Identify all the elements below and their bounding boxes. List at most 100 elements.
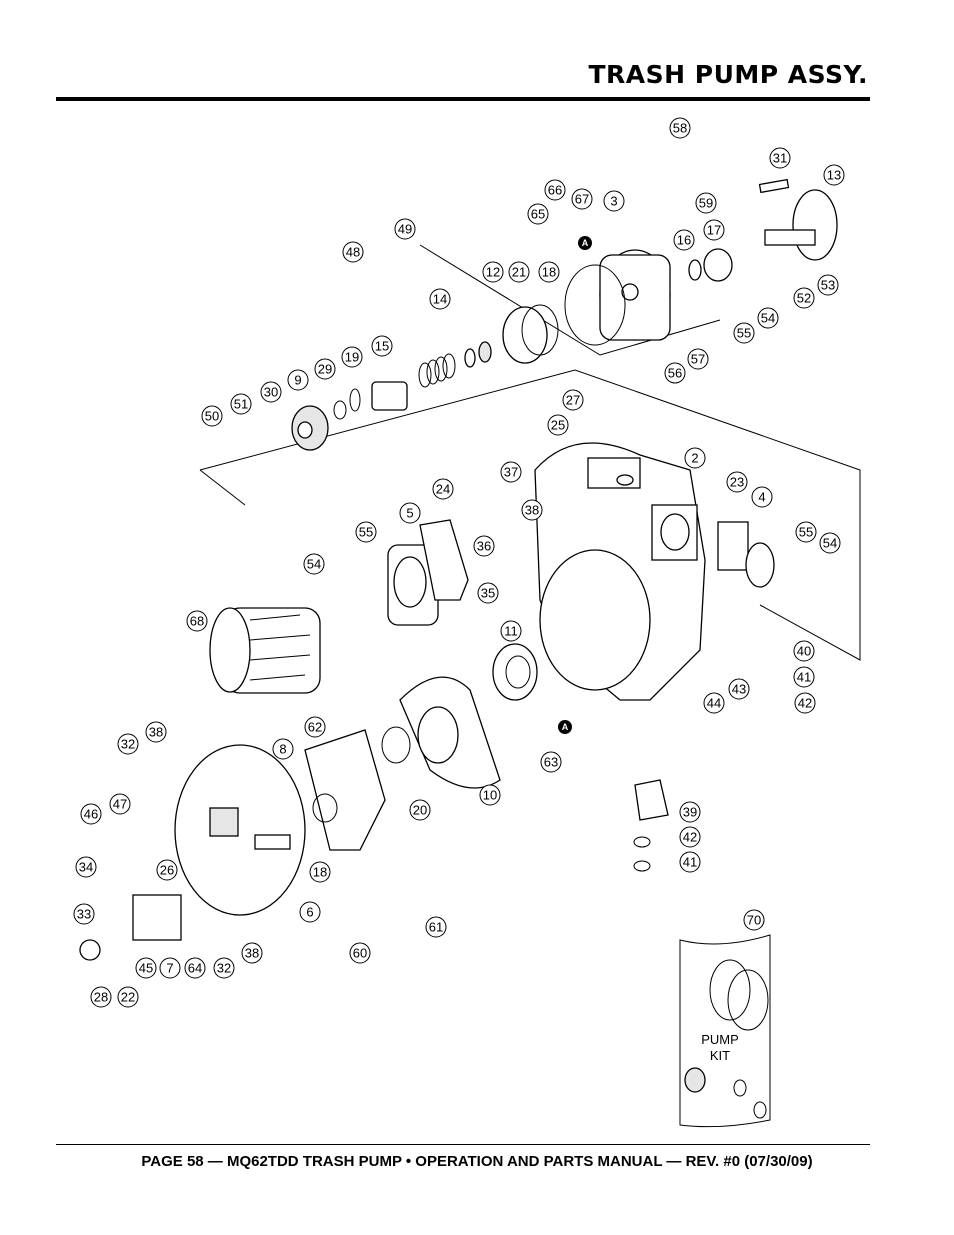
svg-text:40: 40: [797, 644, 811, 659]
callout-65: 65: [527, 203, 549, 225]
svg-text:61: 61: [429, 920, 443, 935]
pump-body: [534, 442, 706, 701]
svg-text:65: 65: [531, 207, 545, 222]
callout-48: 48: [342, 241, 364, 263]
gasket-24: [419, 519, 469, 601]
marker-a-bottom: [558, 720, 572, 734]
svg-text:46: 46: [84, 807, 98, 822]
svg-text:41: 41: [797, 670, 811, 685]
callout-28: 28: [90, 986, 112, 1008]
svg-text:12: 12: [486, 265, 500, 280]
callout-43: 43: [728, 678, 750, 700]
strainer: [209, 607, 321, 694]
svg-text:41: 41: [683, 855, 697, 870]
svg-text:9: 9: [294, 373, 301, 388]
svg-text:55: 55: [359, 525, 373, 540]
callout-52: 52: [793, 287, 815, 309]
svg-text:13: 13: [827, 168, 841, 183]
callout-29: 29: [314, 358, 336, 380]
discharge-flange: [745, 542, 775, 588]
svg-text:42: 42: [798, 696, 812, 711]
callout-38: 38: [145, 721, 167, 743]
callout-54: 54: [757, 307, 779, 329]
svg-text:55: 55: [737, 326, 751, 341]
callout-12: 12: [482, 261, 504, 283]
callout-35: 35: [477, 582, 499, 604]
marker-a-top: [578, 236, 592, 250]
callout-18: 18: [309, 861, 331, 883]
svg-text:33: 33: [77, 907, 91, 922]
svg-text:17: 17: [707, 223, 721, 238]
svg-text:32: 32: [121, 737, 135, 752]
callout-17: 17: [703, 219, 725, 241]
callout-26: 26: [156, 859, 178, 881]
kit-label-line1: PUMP: [701, 1032, 739, 1047]
svg-text:54: 54: [823, 536, 837, 551]
callout-55: 55: [733, 322, 755, 344]
pump-kit-bag: [679, 934, 771, 1128]
svg-text:60: 60: [353, 946, 367, 961]
svg-text:55: 55: [799, 525, 813, 540]
svg-text:7: 7: [166, 961, 173, 976]
suction-flange-bore: [393, 556, 427, 608]
svg-text:44: 44: [707, 696, 721, 711]
callout-21: 21: [508, 261, 530, 283]
svg-text:67: 67: [575, 192, 589, 207]
callout-13: 13: [823, 164, 845, 186]
gasket-23: [717, 521, 749, 571]
svg-text:30: 30: [264, 385, 278, 400]
bearing-17: [703, 248, 733, 282]
kit-label-line2: KIT: [710, 1048, 730, 1063]
callout-24: 24: [432, 478, 454, 500]
callout-32: 32: [213, 957, 235, 979]
callout-50: 50: [201, 405, 223, 427]
svg-text:24: 24: [436, 482, 450, 497]
callout-62: 62: [304, 716, 326, 738]
svg-text:18: 18: [313, 865, 327, 880]
callout-25: 25: [547, 414, 569, 436]
svg-text:2: 2: [691, 451, 698, 466]
callout-38: 38: [521, 499, 543, 521]
svg-text:50: 50: [205, 409, 219, 424]
volute-casing: [599, 249, 671, 341]
callout-57: 57: [687, 348, 709, 370]
header-rule: [56, 97, 870, 101]
callout-27: 27: [562, 389, 584, 411]
svg-text:59: 59: [699, 196, 713, 211]
svg-text:64: 64: [188, 961, 202, 976]
flapper-valve: [304, 729, 386, 851]
svg-text:36: 36: [477, 539, 491, 554]
callout-34: 34: [75, 856, 97, 878]
svg-text:35: 35: [481, 586, 495, 601]
callout-42: 42: [679, 826, 701, 848]
rear-housing-group: [199, 244, 861, 661]
svg-text:62: 62: [308, 720, 322, 735]
oring-19: [349, 388, 361, 412]
callout-70: 70: [743, 909, 765, 931]
callout-6: 6: [299, 901, 321, 923]
svg-text:53: 53: [821, 278, 835, 293]
svg-text:22: 22: [121, 990, 135, 1005]
callout-66: 66: [544, 179, 566, 201]
marker-a-bottom-text: A: [562, 722, 569, 732]
callout-53: 53: [817, 274, 839, 296]
callout-39: 39: [679, 801, 701, 823]
callout-41: 41: [793, 666, 815, 688]
callout-14: 14: [429, 288, 451, 310]
callout-16: 16: [673, 229, 695, 251]
spacer-16: [688, 259, 702, 281]
callout-9: 9: [287, 369, 309, 391]
callout-31: 31: [769, 147, 791, 169]
svg-text:38: 38: [525, 503, 539, 518]
svg-text:47: 47: [113, 797, 127, 812]
page-title: TRASH PUMP ASSY.: [588, 60, 868, 89]
svg-text:28: 28: [94, 990, 108, 1005]
callout-30: 30: [260, 381, 282, 403]
callout-8: 8: [272, 738, 294, 760]
plug-28: [79, 939, 101, 961]
wear-plate: [492, 643, 538, 701]
svg-text:58: 58: [673, 121, 687, 136]
svg-text:54: 54: [307, 557, 321, 572]
